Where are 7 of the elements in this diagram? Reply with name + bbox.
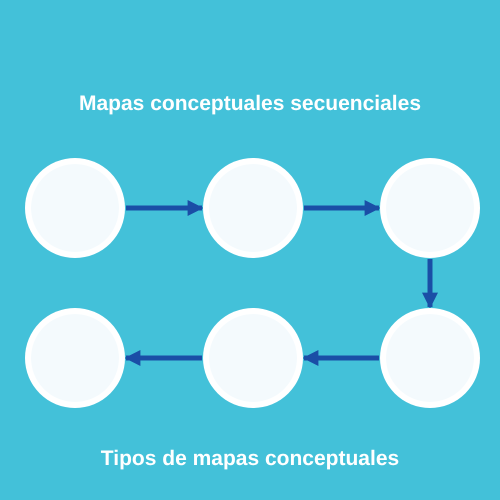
title: Mapas conceptuales secuenciales bbox=[79, 91, 421, 117]
arrow bbox=[304, 200, 381, 216]
caption: Tipos de mapas conceptuales bbox=[100, 446, 400, 472]
arrow bbox=[126, 200, 204, 216]
arrow bbox=[302, 350, 379, 366]
arrow bbox=[422, 259, 438, 309]
arrow bbox=[124, 350, 202, 366]
